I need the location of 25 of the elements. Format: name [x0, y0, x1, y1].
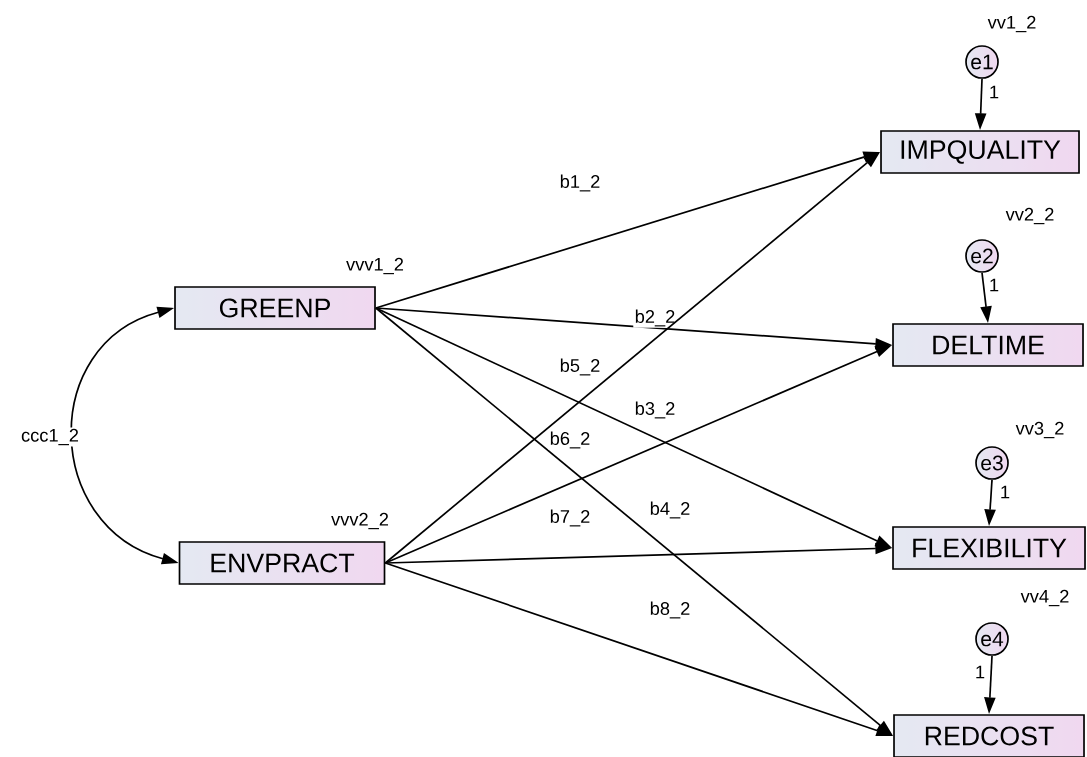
variable-box: ENVPRACT [178, 541, 386, 585]
edge-label: 1 [998, 484, 1012, 500]
variable-box: GREENP [174, 286, 376, 330]
variance-label: vvv1_2 [346, 257, 404, 275]
variance-label: vvv2_2 [331, 512, 389, 530]
variable-box: DELTIME [892, 323, 1084, 367]
variance-label: vv2_2 [1005, 207, 1054, 225]
variance-label: vv1_2 [987, 15, 1036, 33]
edge-label: b2_2 [633, 308, 677, 328]
edge-label: 1 [987, 84, 1001, 100]
edge-label: b6_2 [548, 430, 592, 450]
edge-label: b3_2 [633, 400, 677, 420]
variance-label: vv3_2 [1015, 421, 1064, 439]
edge-label: b7_2 [548, 508, 592, 528]
edge-label: 1 [973, 664, 987, 680]
edge-label: b8_2 [648, 600, 692, 620]
edge-label: 1 [987, 277, 1001, 293]
edge-label: ccc1_2 [19, 427, 81, 447]
edge-label: b5_2 [558, 357, 602, 377]
edge-label: b4_2 [648, 500, 692, 520]
variable-box: IMPQUALITY [880, 130, 1080, 174]
variable-box: REDCOST [893, 714, 1085, 757]
variance-label: vv4_2 [1020, 589, 1069, 607]
variable-box: FLEXIBILITY [892, 526, 1086, 570]
edge-label: b1_2 [558, 173, 602, 193]
